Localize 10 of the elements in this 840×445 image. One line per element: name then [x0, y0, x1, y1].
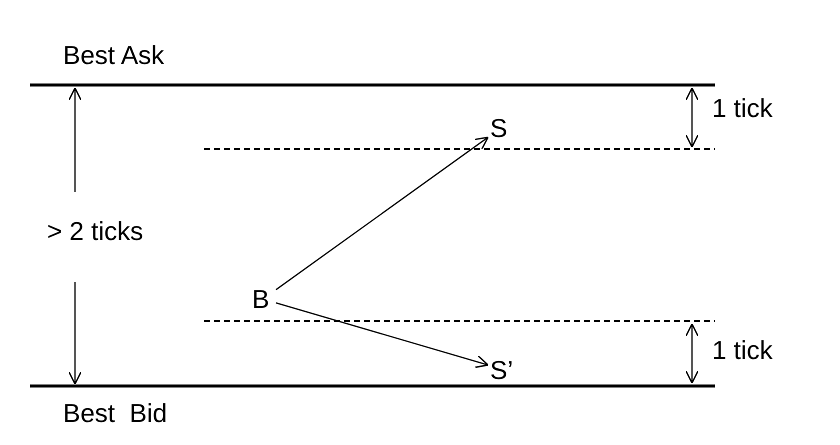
point-label: S: [490, 113, 512, 143]
text-label: 1 tick: [712, 335, 773, 365]
text-label: Best Ask: [63, 40, 164, 70]
point-label: B: [252, 284, 274, 314]
point-label: S’: [490, 355, 520, 385]
text-label: > 2 ticks: [47, 216, 144, 246]
text-label: 1 tick: [712, 93, 773, 123]
text-label: Best Bid: [63, 398, 168, 428]
arrow: [276, 136, 489, 290]
arrow: [276, 302, 489, 368]
